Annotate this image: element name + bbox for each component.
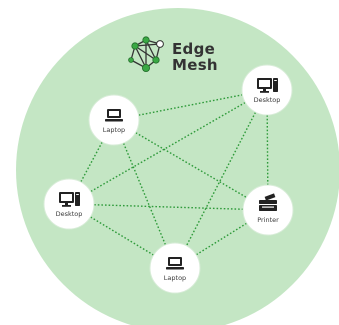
laptop-icon [166, 257, 184, 270]
node-label: Laptop [164, 274, 186, 282]
node-label: Printer [257, 216, 279, 224]
node-printer: Printer [242, 184, 294, 236]
node-label: Laptop [103, 126, 125, 134]
node-circle [241, 64, 293, 116]
node-label: Desktop [56, 210, 83, 218]
node-laptop-bottom: Laptop [149, 242, 201, 294]
link-laptop-top-desktop-top [113, 89, 268, 121]
link-desktop-left-laptop-bottom [68, 203, 176, 269]
link-laptop-top-laptop-bottom [113, 119, 176, 269]
brand-title-line1: Edge [172, 40, 215, 58]
node-desktop-top: Desktop [241, 64, 293, 116]
desktop-icon [59, 192, 80, 207]
printer-icon [259, 193, 277, 211]
desktop-icon [257, 78, 278, 93]
link-laptop-top-printer [113, 119, 269, 211]
link-desktop-top-laptop-bottom [174, 89, 268, 269]
node-desktop-left: Desktop [43, 178, 95, 230]
link-desktop-left-printer [68, 203, 269, 211]
node-label: Desktop [254, 96, 281, 104]
laptop-icon [105, 109, 123, 122]
node-circle [43, 178, 95, 230]
brand-title-line2: Mesh [172, 56, 218, 74]
node-laptop-top: Laptop [88, 94, 140, 146]
mesh-network-logo-icon [128, 36, 164, 73]
